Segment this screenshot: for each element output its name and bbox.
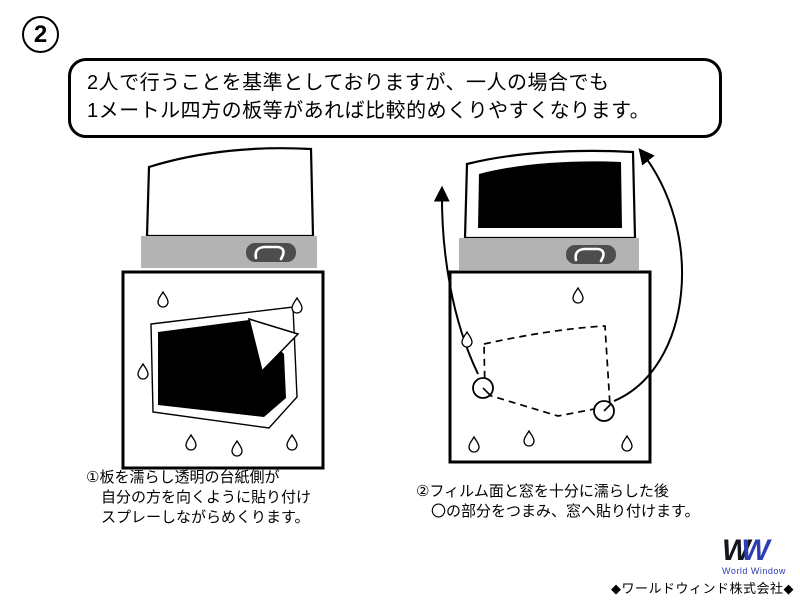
logo-subtitle: World Window bbox=[722, 566, 786, 576]
left-illustration bbox=[121, 147, 325, 470]
step-number-badge: 2 bbox=[22, 16, 59, 53]
wet-board-right bbox=[448, 270, 652, 464]
callout-line1: 2人で行うことを基準としておりますが、一人の場合でも bbox=[87, 72, 610, 94]
company-name: ◆ワールドウィンド株式会社◆ bbox=[611, 581, 794, 596]
logo-monogram: WW bbox=[722, 536, 798, 566]
caption-step2-line1: ②フィルム面と窓を十分に濡らした後 bbox=[416, 483, 669, 500]
callout-line2: 1メートル四方の板等があれば比較的めくりやすくなります。 bbox=[87, 100, 651, 122]
squeegee-icon bbox=[564, 243, 618, 266]
right-illustration bbox=[433, 148, 684, 464]
caption-step1-line3: スプレーしながらめくります。 bbox=[101, 509, 310, 526]
film-peeled-corner bbox=[247, 317, 300, 373]
step-number: 2 bbox=[33, 20, 48, 48]
caption-step1-line2: 自分の方を向くように貼り付け bbox=[101, 489, 312, 506]
logo-w-right: W bbox=[741, 534, 770, 567]
world-window-logo: WW World Window bbox=[722, 536, 798, 577]
window-glass-left bbox=[145, 147, 315, 238]
pinch-point-mark bbox=[482, 387, 491, 396]
film-applied-on-window bbox=[478, 161, 622, 228]
caption-step1: ①板を濡らし透明の台紙側が 自分の方を向くように貼り付け スプレーしながらめくり… bbox=[86, 468, 386, 528]
arrow-right-to-window-icon bbox=[613, 148, 684, 402]
instruction-callout: 2人で行うことを基準としておりますが、一人の場合でも 1メートル四方の板等があれ… bbox=[68, 58, 722, 138]
film-black-layer bbox=[158, 320, 286, 417]
caption-step2: ②フィルム面と窓を十分に濡らした後 〇の部分をつまみ、窓へ貼り付けます。 bbox=[416, 482, 746, 522]
logo-w-left: W bbox=[722, 534, 751, 567]
caption-step2-line2: 〇の部分をつまみ、窓へ貼り付けます。 bbox=[431, 503, 700, 520]
caption-step1-line1: ①板を濡らし透明の台紙側が bbox=[86, 469, 280, 486]
squeegee-icon bbox=[244, 241, 298, 264]
pinch-point-mark bbox=[603, 403, 612, 412]
arrow-left-to-window-icon bbox=[433, 185, 479, 375]
